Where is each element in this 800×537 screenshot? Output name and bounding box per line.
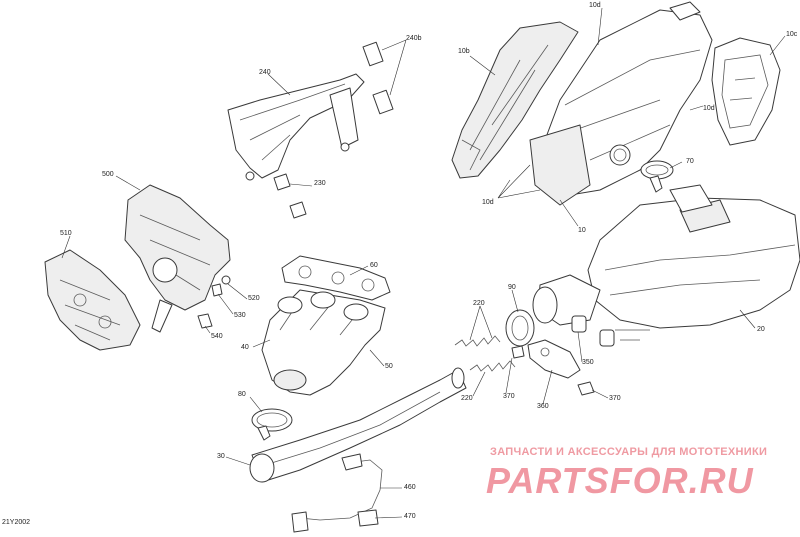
callout-30: 30 — [217, 453, 225, 460]
callout-520: 520 — [248, 295, 260, 302]
springs-220 — [454, 335, 516, 372]
callout-350: 350 — [582, 359, 594, 366]
fasteners-520-540 — [197, 275, 231, 329]
callout-470: 470 — [404, 513, 416, 520]
sensor-460 — [291, 453, 383, 533]
callout-240b: 240b — [406, 35, 422, 42]
diagram-code: 21Y2002 — [2, 519, 31, 526]
callout-60: 60 — [370, 262, 378, 269]
callout-370-right: 370 — [609, 395, 621, 402]
heat-shield-510 — [44, 249, 141, 351]
muffler-10 — [529, 1, 713, 206]
callout-70: 70 — [686, 158, 694, 165]
clamp-80 — [251, 408, 293, 441]
watermark-brand: PARTSFOR.RU — [486, 460, 754, 501]
y-pipe-30 — [249, 367, 467, 483]
callout-10b: 10b — [458, 48, 470, 55]
exhaust-manifold-40 — [261, 289, 386, 396]
callout-220-top: 220 — [473, 300, 485, 307]
callout-230: 230 — [314, 180, 326, 187]
heat-shield-10b — [451, 21, 579, 179]
callout-10c: 10c — [786, 31, 798, 38]
callout-10d-right: 10d — [703, 105, 715, 112]
clamp-70 — [640, 160, 674, 193]
callout-10d-left: 10d — [482, 199, 494, 206]
bracket-360 — [511, 315, 615, 396]
muffler-20 — [532, 184, 800, 341]
heat-shield-500 — [124, 184, 231, 333]
tail-tip-10c — [711, 37, 781, 146]
gasket-90 — [505, 309, 535, 347]
callout-360: 360 — [537, 403, 549, 410]
callout-50: 50 — [385, 363, 393, 370]
gasket-60 — [281, 255, 391, 301]
callout-370-left: 370 — [503, 393, 515, 400]
watermark-caption: ЗАПЧАСТИ И АКСЕССУАРЫ ДЛЯ МОТОТЕХНИКИ — [490, 446, 768, 458]
callout-240: 240 — [259, 69, 271, 76]
bolt-230 — [273, 173, 307, 219]
callout-10: 10 — [578, 227, 586, 234]
callout-540: 540 — [211, 333, 223, 340]
callout-460: 460 — [404, 484, 416, 491]
callout-530: 530 — [234, 312, 246, 319]
leader-lines — [61, 7, 786, 519]
bracket-240 — [227, 41, 394, 181]
callout-220-bottom: 220 — [461, 395, 473, 402]
callout-500: 500 — [102, 171, 114, 178]
callout-20: 20 — [757, 326, 765, 333]
callout-10d-top: 10d — [589, 2, 601, 9]
callout-510: 510 — [60, 230, 72, 237]
callout-90: 90 — [508, 284, 516, 291]
callout-40: 40 — [241, 344, 249, 351]
callout-80: 80 — [238, 391, 246, 398]
